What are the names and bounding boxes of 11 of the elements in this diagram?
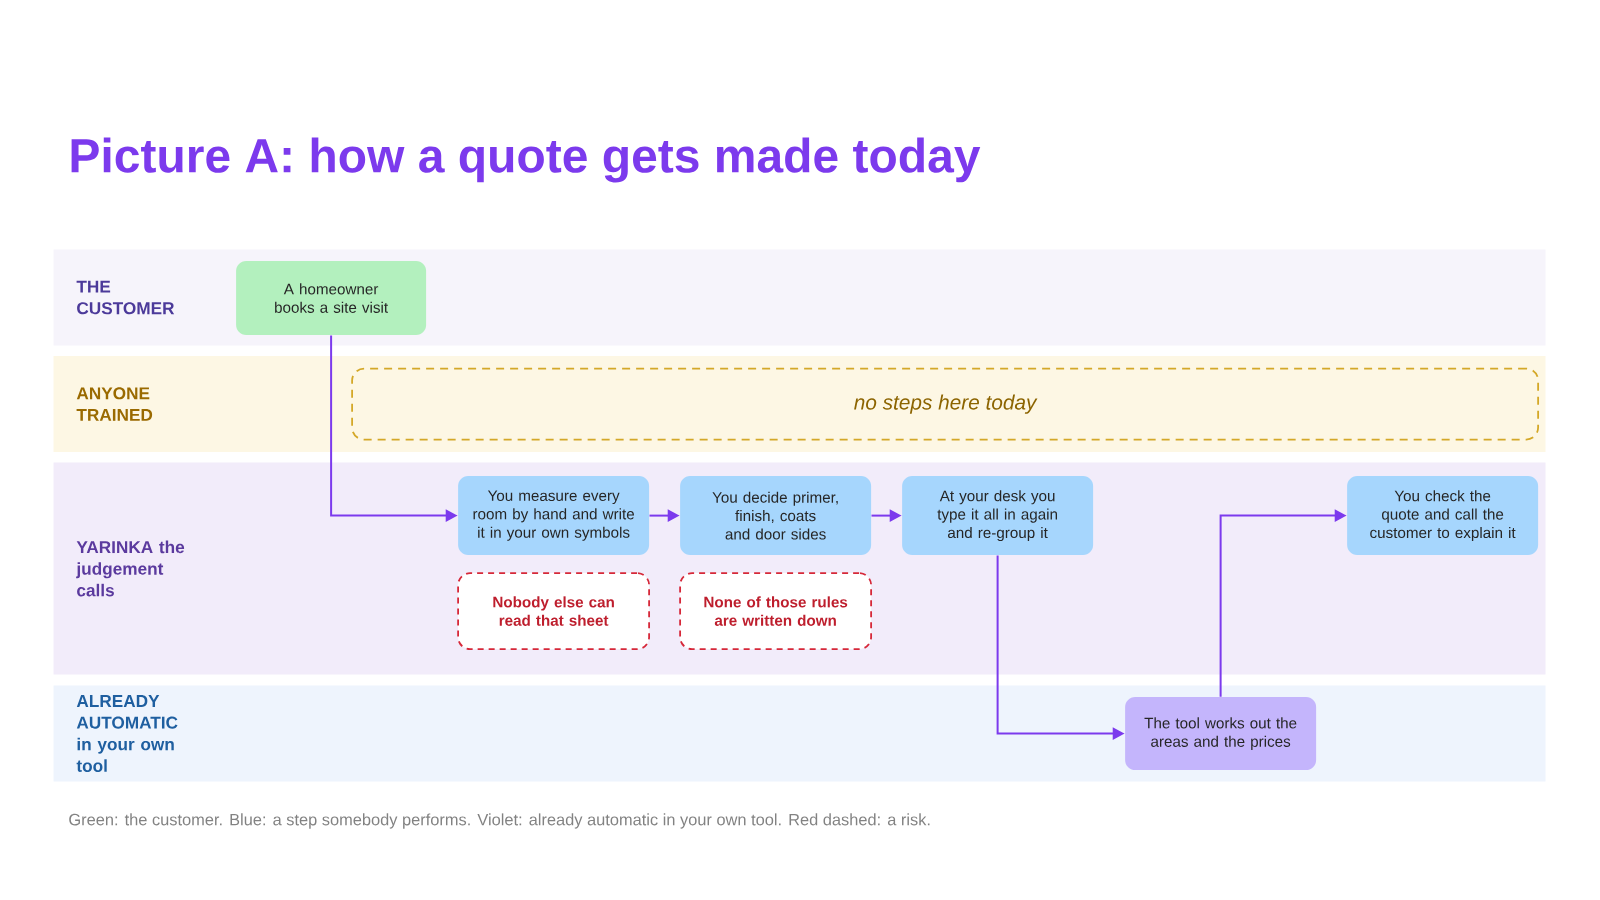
legend-note: Green: the customer. Blue: a step somebody performs. Violet: already automatic in your own tool. Red dashed: a risk. <box>69 813 930 829</box>
process-box: You measure every room by hand and write it in your own symbols <box>458 476 650 556</box>
empty-lane-box: no steps here today <box>351 367 1539 441</box>
risk-box: None of those rules are written down <box>679 572 872 650</box>
risk-box: Nobody else can read that sheet <box>457 572 650 650</box>
process-box: You check the quote and call the customer to explain it <box>1347 476 1539 556</box>
process-box: The tool works out the areas and the prices <box>1125 697 1317 771</box>
title: Picture A: how a quote gets made today <box>71 137 981 183</box>
process-box: At your desk you type it all in again and re-group it <box>902 476 1094 556</box>
process-box: A homeowner books a site visit <box>236 261 427 336</box>
process-box: You decide primer, finish, coats and door sides <box>680 476 872 556</box>
